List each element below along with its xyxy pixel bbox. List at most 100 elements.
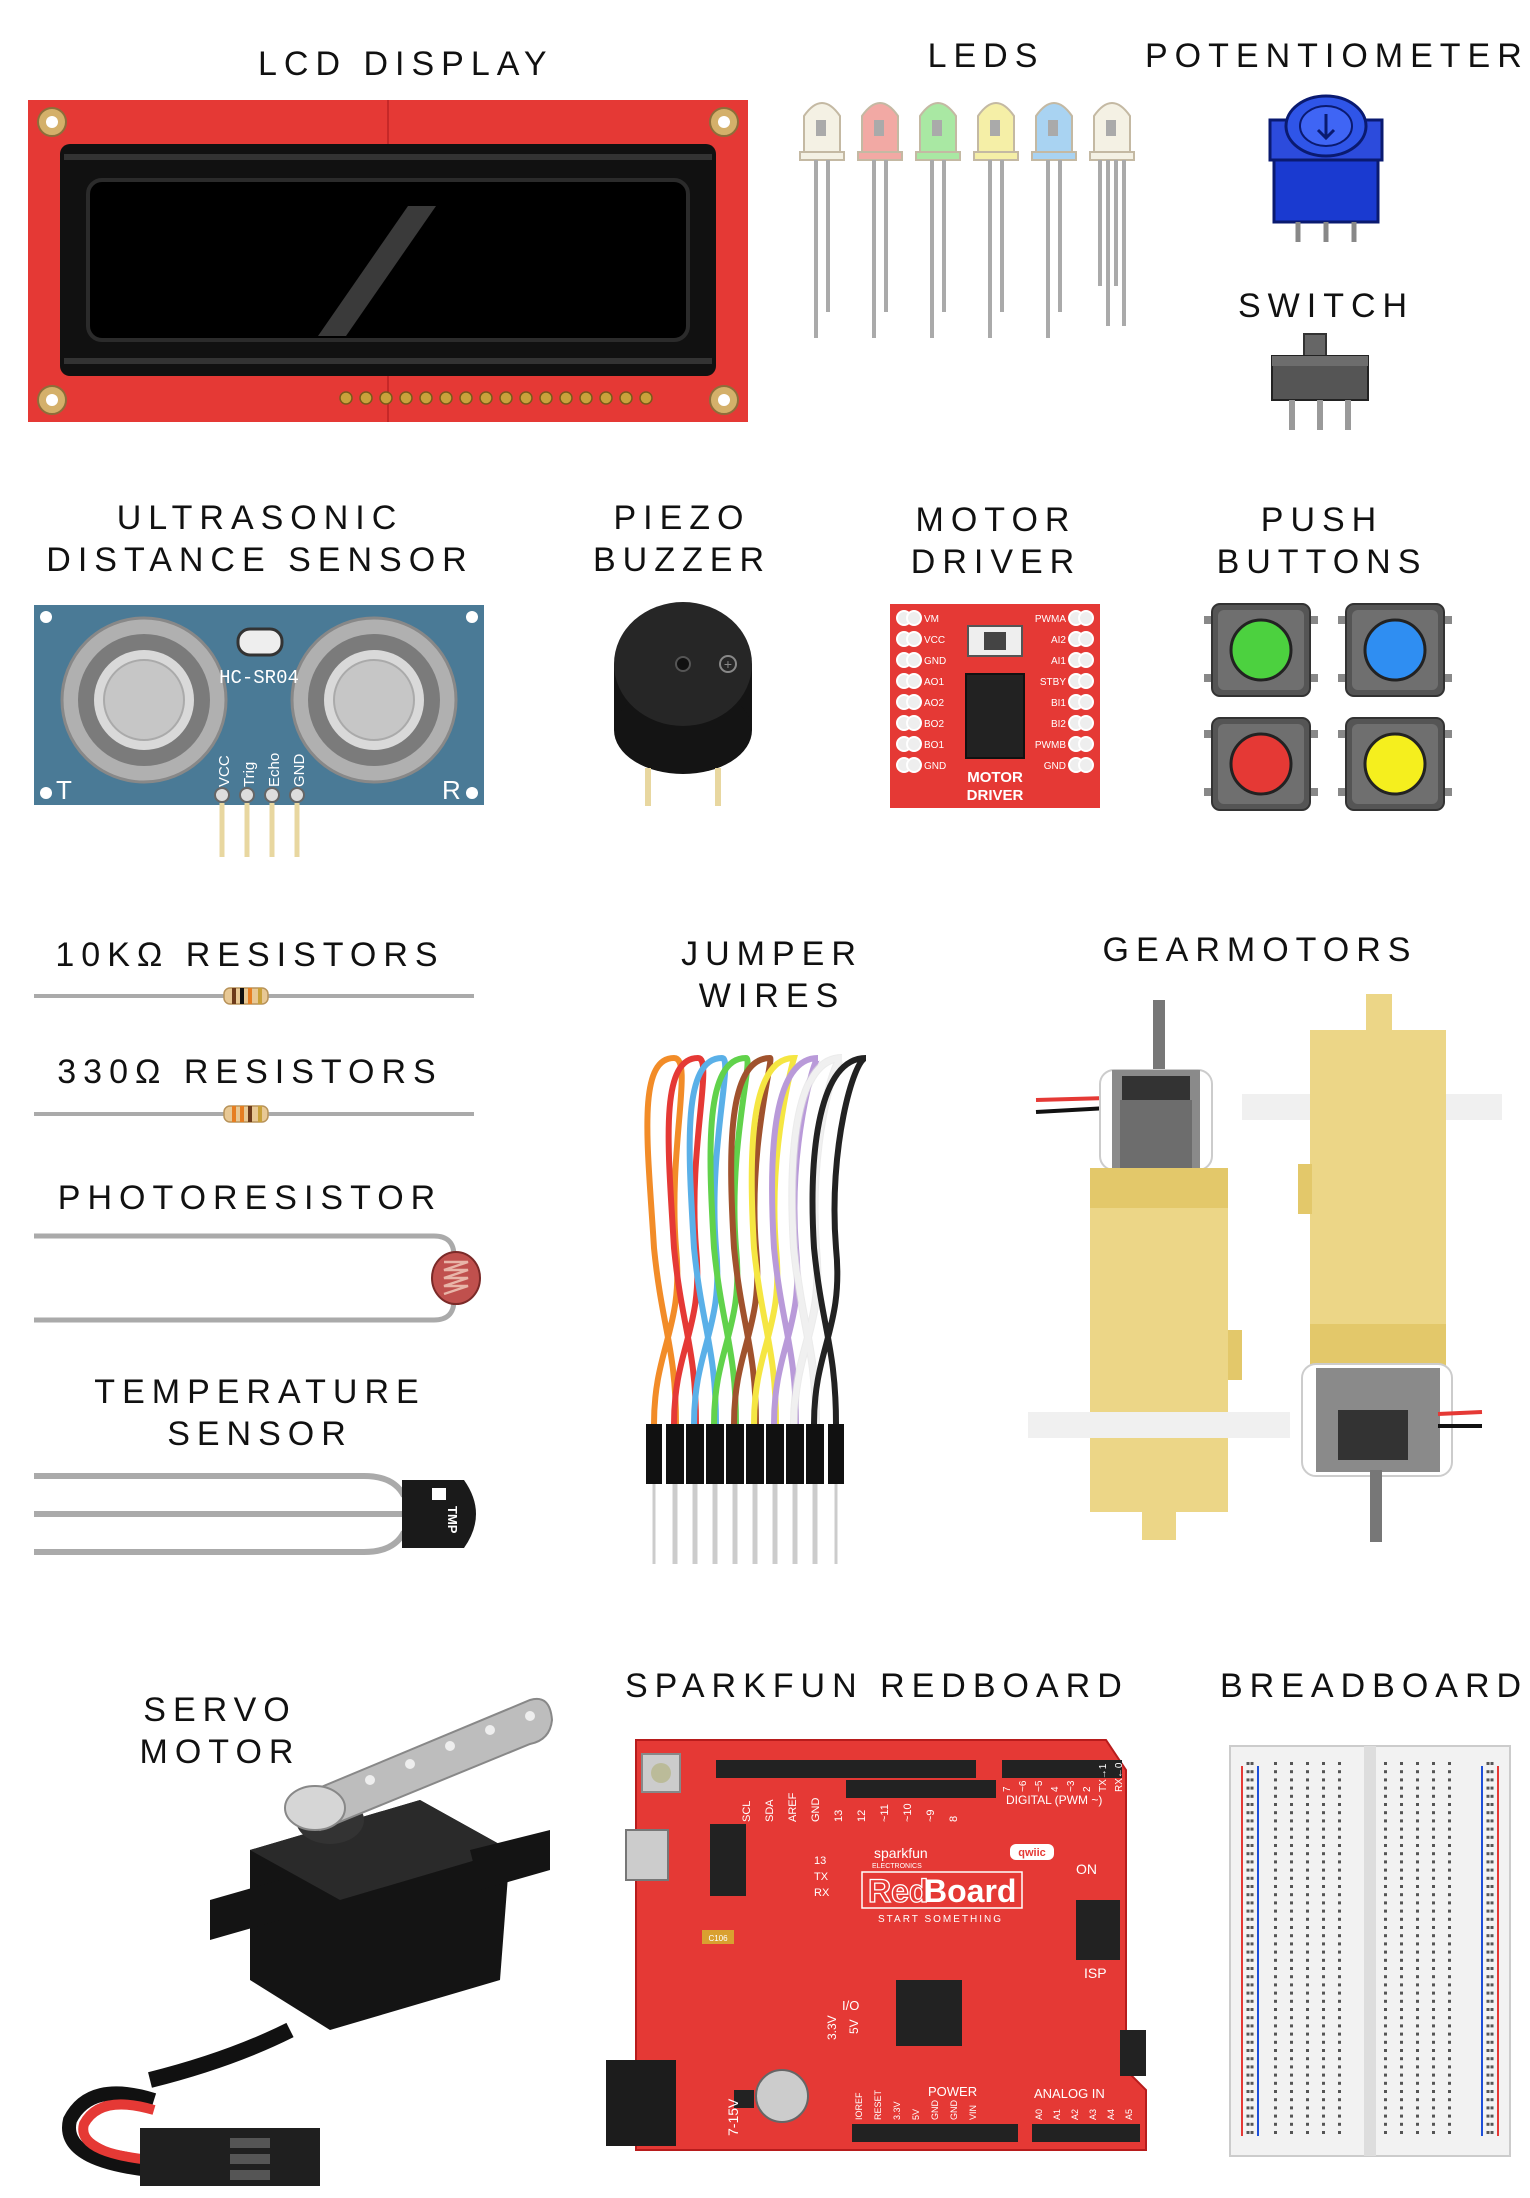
md-right-pin: BI2 [1051,719,1066,730]
rb-power-pin: 5V [911,2109,921,2120]
rb-io-label: I/O [842,1998,859,2013]
rb-top-pin2: ~3 [1066,1780,1077,1792]
led-4 [973,102,1019,338]
push-button-4 [1338,717,1452,811]
potentiometer-label: POTENTIOMETER [1145,37,1529,75]
rb-rx-label: RX [814,1887,830,1899]
rb-top-pin2: RX←0 [1114,1762,1125,1792]
rb-analog-pin: A0 [1034,2109,1044,2120]
rb-analog-pin: A3 [1088,2109,1098,2120]
photoresistor-label: PHOTORESISTOR [57,1179,443,1217]
rb-digital-label: DIGITAL (PWM ~) [1006,1793,1102,1807]
rb-brand: sparkfun [874,1845,928,1861]
switch-label: SWITCH [1238,287,1415,325]
photoresistor [34,1226,494,1336]
push-label: PUSH [1260,501,1384,539]
motor-driver-title-1: MOTOR [967,769,1023,786]
rb-3v3-label: 3.3V [825,2015,839,2040]
rb-top-pin2: 4 [1050,1786,1061,1792]
rb-analog-pin: A5 [1124,2109,1134,2120]
sensor-label: SENSOR [167,1415,353,1453]
ultrasonic-model-text: HC-SR04 [219,667,299,689]
rb-power-pin: RESET [873,2089,883,2120]
rb-top-pin: 13 [833,1810,845,1822]
resistor-330-label: 330Ω RESISTORS [57,1053,443,1091]
rb-top-pin: GND [810,1798,822,1823]
redboard-label: SPARKFUN REDBOARD [625,1667,1129,1705]
md-right-pin: AI1 [1051,656,1066,667]
rb-name-red: Red [868,1873,928,1909]
buzzer-label: BUZZER [593,541,771,579]
lcd-display-label: LCD DISPLAY [258,45,554,83]
rb-top-pin2: TX→1 [1098,1763,1109,1792]
rb-on-label: ON [1076,1861,1097,1877]
pin-label-echo: Echo [266,753,283,787]
pin-label-gnd: GND [291,754,308,788]
resistor-330 [34,1102,474,1126]
servo-label: SERVO [143,1691,297,1729]
ultrasonic-sensor: HC-SR04 VCC Trig Echo GND T R [34,605,484,865]
rb-power-pin: GND [949,2100,959,2121]
tmp-marking: TMP [445,1506,460,1534]
md-left-pin: GND [924,761,946,772]
buttons-label: BUTTONS [1216,543,1428,581]
rb-top-pin: SCL [741,1801,753,1822]
rb-top-pin: ~10 [902,1803,914,1822]
gearmotor-right [1242,994,1502,1542]
rb-top-pin2: ~5 [1034,1780,1045,1792]
md-left-pin: AO2 [924,698,944,709]
potentiometer [1268,92,1384,247]
rb-qwiic: qwiic [1018,1847,1046,1859]
md-left-pin: AO1 [924,677,944,688]
led-3 [915,102,961,338]
lcd-display [28,100,748,422]
wires-label: WIRES [698,977,846,1015]
md-right-pin: PWMA [1035,614,1066,625]
rb-top-pin: 8 [948,1816,960,1822]
rb-top-pin: ~11 [879,1804,891,1822]
breadboard [1229,1745,1511,2157]
rb-name-board: Board [924,1873,1016,1909]
led-1 [799,102,845,338]
transmitter-mark: T [56,775,72,805]
md-right-pin: PWMB [1035,740,1066,751]
md-left-pin: BO1 [924,740,944,751]
md-left-pin: BO2 [924,719,944,730]
driver-label: DRIVER [910,543,1082,581]
jumper-wire-2 [665,1054,707,1564]
md-left-pin: VCC [924,635,945,646]
rb-top-pin2: ~6 [1018,1780,1029,1792]
breadboard-label: BREADBOARD [1220,1667,1529,1705]
rb-top-pin: SDA [764,1799,776,1822]
pin-label-vcc: VCC [216,755,233,787]
rb-top-pin: ~9 [925,1809,937,1822]
sparkfun-redboard: sparkfun ELECTRONICS Red Board START SOM… [606,1739,1147,2160]
motor-driver-title-2: DRIVER [967,787,1024,804]
rb-power-pin: VIN [968,2105,978,2120]
led-6 [1089,102,1135,326]
md-right-pin: AI2 [1051,635,1066,646]
gearmotor-left [1028,1000,1290,1540]
receiver-mark: R [442,775,461,805]
jumper-wire-9 [806,1055,868,1564]
push-button-2 [1338,603,1452,697]
led-5 [1031,102,1077,338]
rb-cap-label: C106 [708,1934,728,1943]
rb-top-pin2: 2 [1082,1786,1093,1792]
servo-motor [30,1680,554,2190]
ultrasonic-label: ULTRASONIC [116,499,404,537]
rb-power-pin: IOREF [854,2092,864,2120]
md-right-pin: GND [1044,761,1066,772]
rb-isp-label: ISP [1084,1965,1107,1981]
resistor-10k-label: 10KΩ RESISTORS [55,936,445,974]
rb-power-pin: 3.3V [892,2101,902,2120]
rb-5v-label: 5V [847,2019,861,2034]
pin-label-trig: Trig [241,762,258,787]
piezo-buzzer: + [610,600,756,810]
push-button-1 [1204,603,1318,697]
distance-sensor-label: DISTANCE SENSOR [46,541,474,579]
md-left-pin: GND [924,656,946,667]
resistor-10k [34,984,474,1008]
rb-power-pin: GND [930,2100,940,2121]
